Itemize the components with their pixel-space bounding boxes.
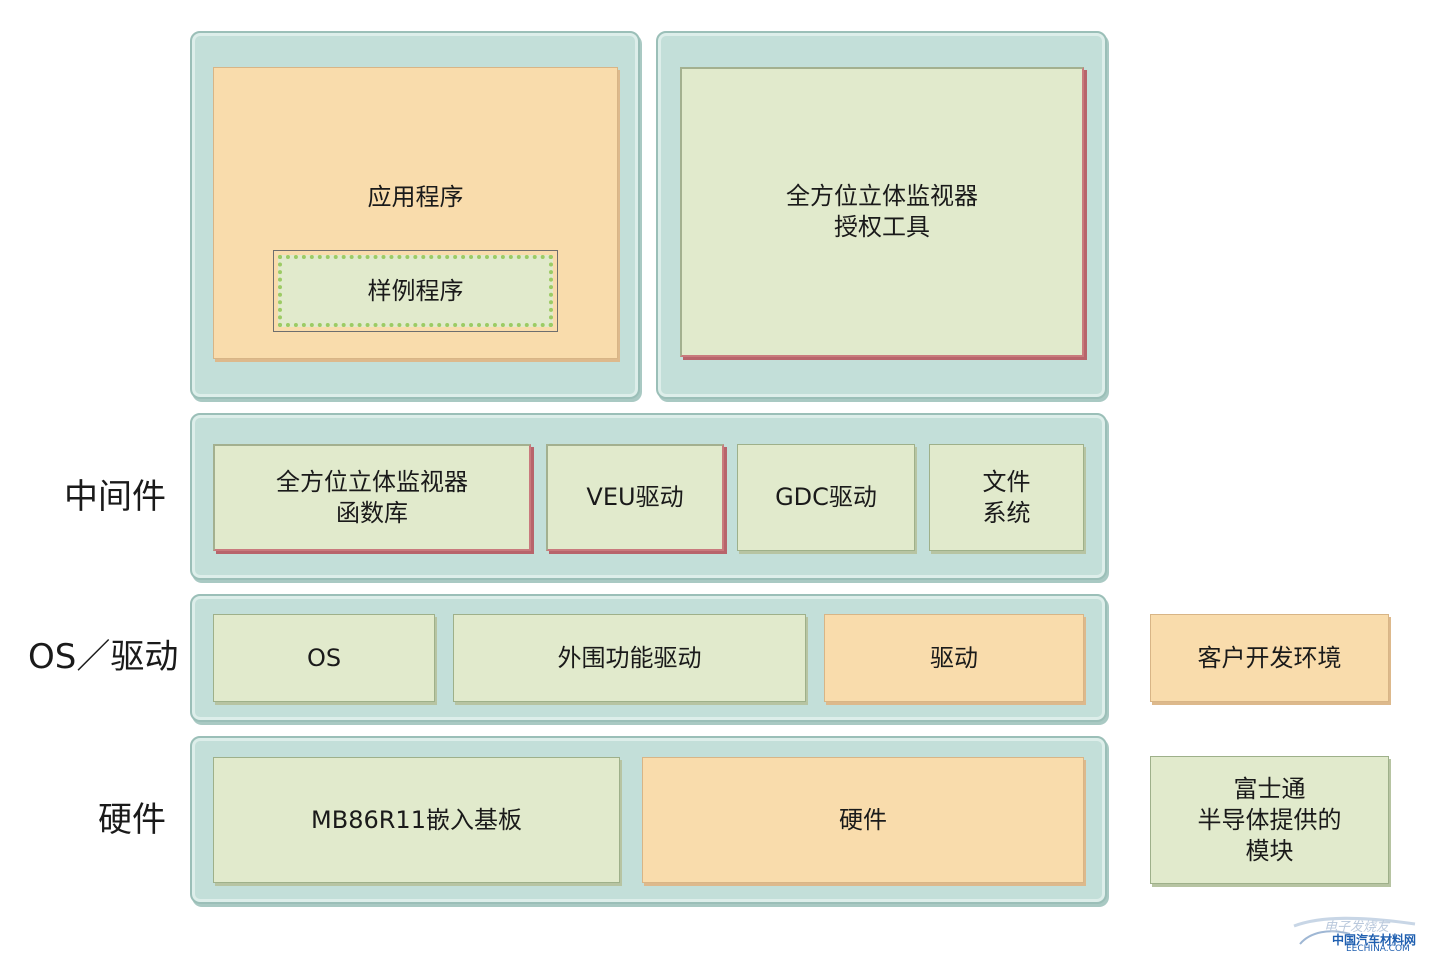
watermark-url-text: EECHINA.COM <box>1346 944 1410 954</box>
legend-customer-environment: 客户开发环境 <box>1150 614 1389 702</box>
label-hardware: 硬件 <box>98 800 166 840</box>
file-system-box: 文件 系统 <box>929 444 1084 551</box>
application-label: 应用程序 <box>367 183 464 211</box>
application-panel: 应用程序 样例程序 <box>190 31 640 399</box>
embedded-board-box: MB86R11嵌入基板 <box>213 757 620 883</box>
monitor-tool-panel: 全方位立体监视器 授权工具 <box>656 31 1107 399</box>
veu-driver-box: VEU驱动 <box>546 444 724 551</box>
sample-program-box: 样例程序 <box>273 250 558 332</box>
middleware-layer: 全方位立体监视器 函数库 VEU驱动 GDC驱动 文件 系统 <box>190 413 1107 580</box>
hardware-box: 硬件 <box>642 757 1084 883</box>
legend-fujitsu-module: 富士通 半导体提供的 模块 <box>1150 756 1389 884</box>
label-middleware: 中间件 <box>64 477 166 517</box>
label-os-driver: OS／驱动 <box>28 637 179 677</box>
watermark-swoosh-icon <box>1293 916 1416 945</box>
gdc-driver-box: GDC驱动 <box>737 444 915 551</box>
watermark-main-text: 中国汽车材料网 <box>1332 933 1417 947</box>
os-driver-layer: OS 外围功能驱动 驱动 <box>190 594 1107 722</box>
monitor-tool-box: 全方位立体监视器 授权工具 <box>680 67 1084 357</box>
hardware-layer: MB86R11嵌入基板 硬件 <box>190 736 1107 904</box>
os-box: OS <box>213 614 435 702</box>
watermark-logo: 电子发烧友 中国汽车材料网 EECHINA.COM <box>1290 914 1425 956</box>
peripheral-driver-box: 外围功能驱动 <box>453 614 806 702</box>
watermark-top-text: 电子发烧友 <box>1324 920 1390 935</box>
driver-box: 驱动 <box>824 614 1084 702</box>
monitor-library-box: 全方位立体监视器 函数库 <box>213 444 531 551</box>
